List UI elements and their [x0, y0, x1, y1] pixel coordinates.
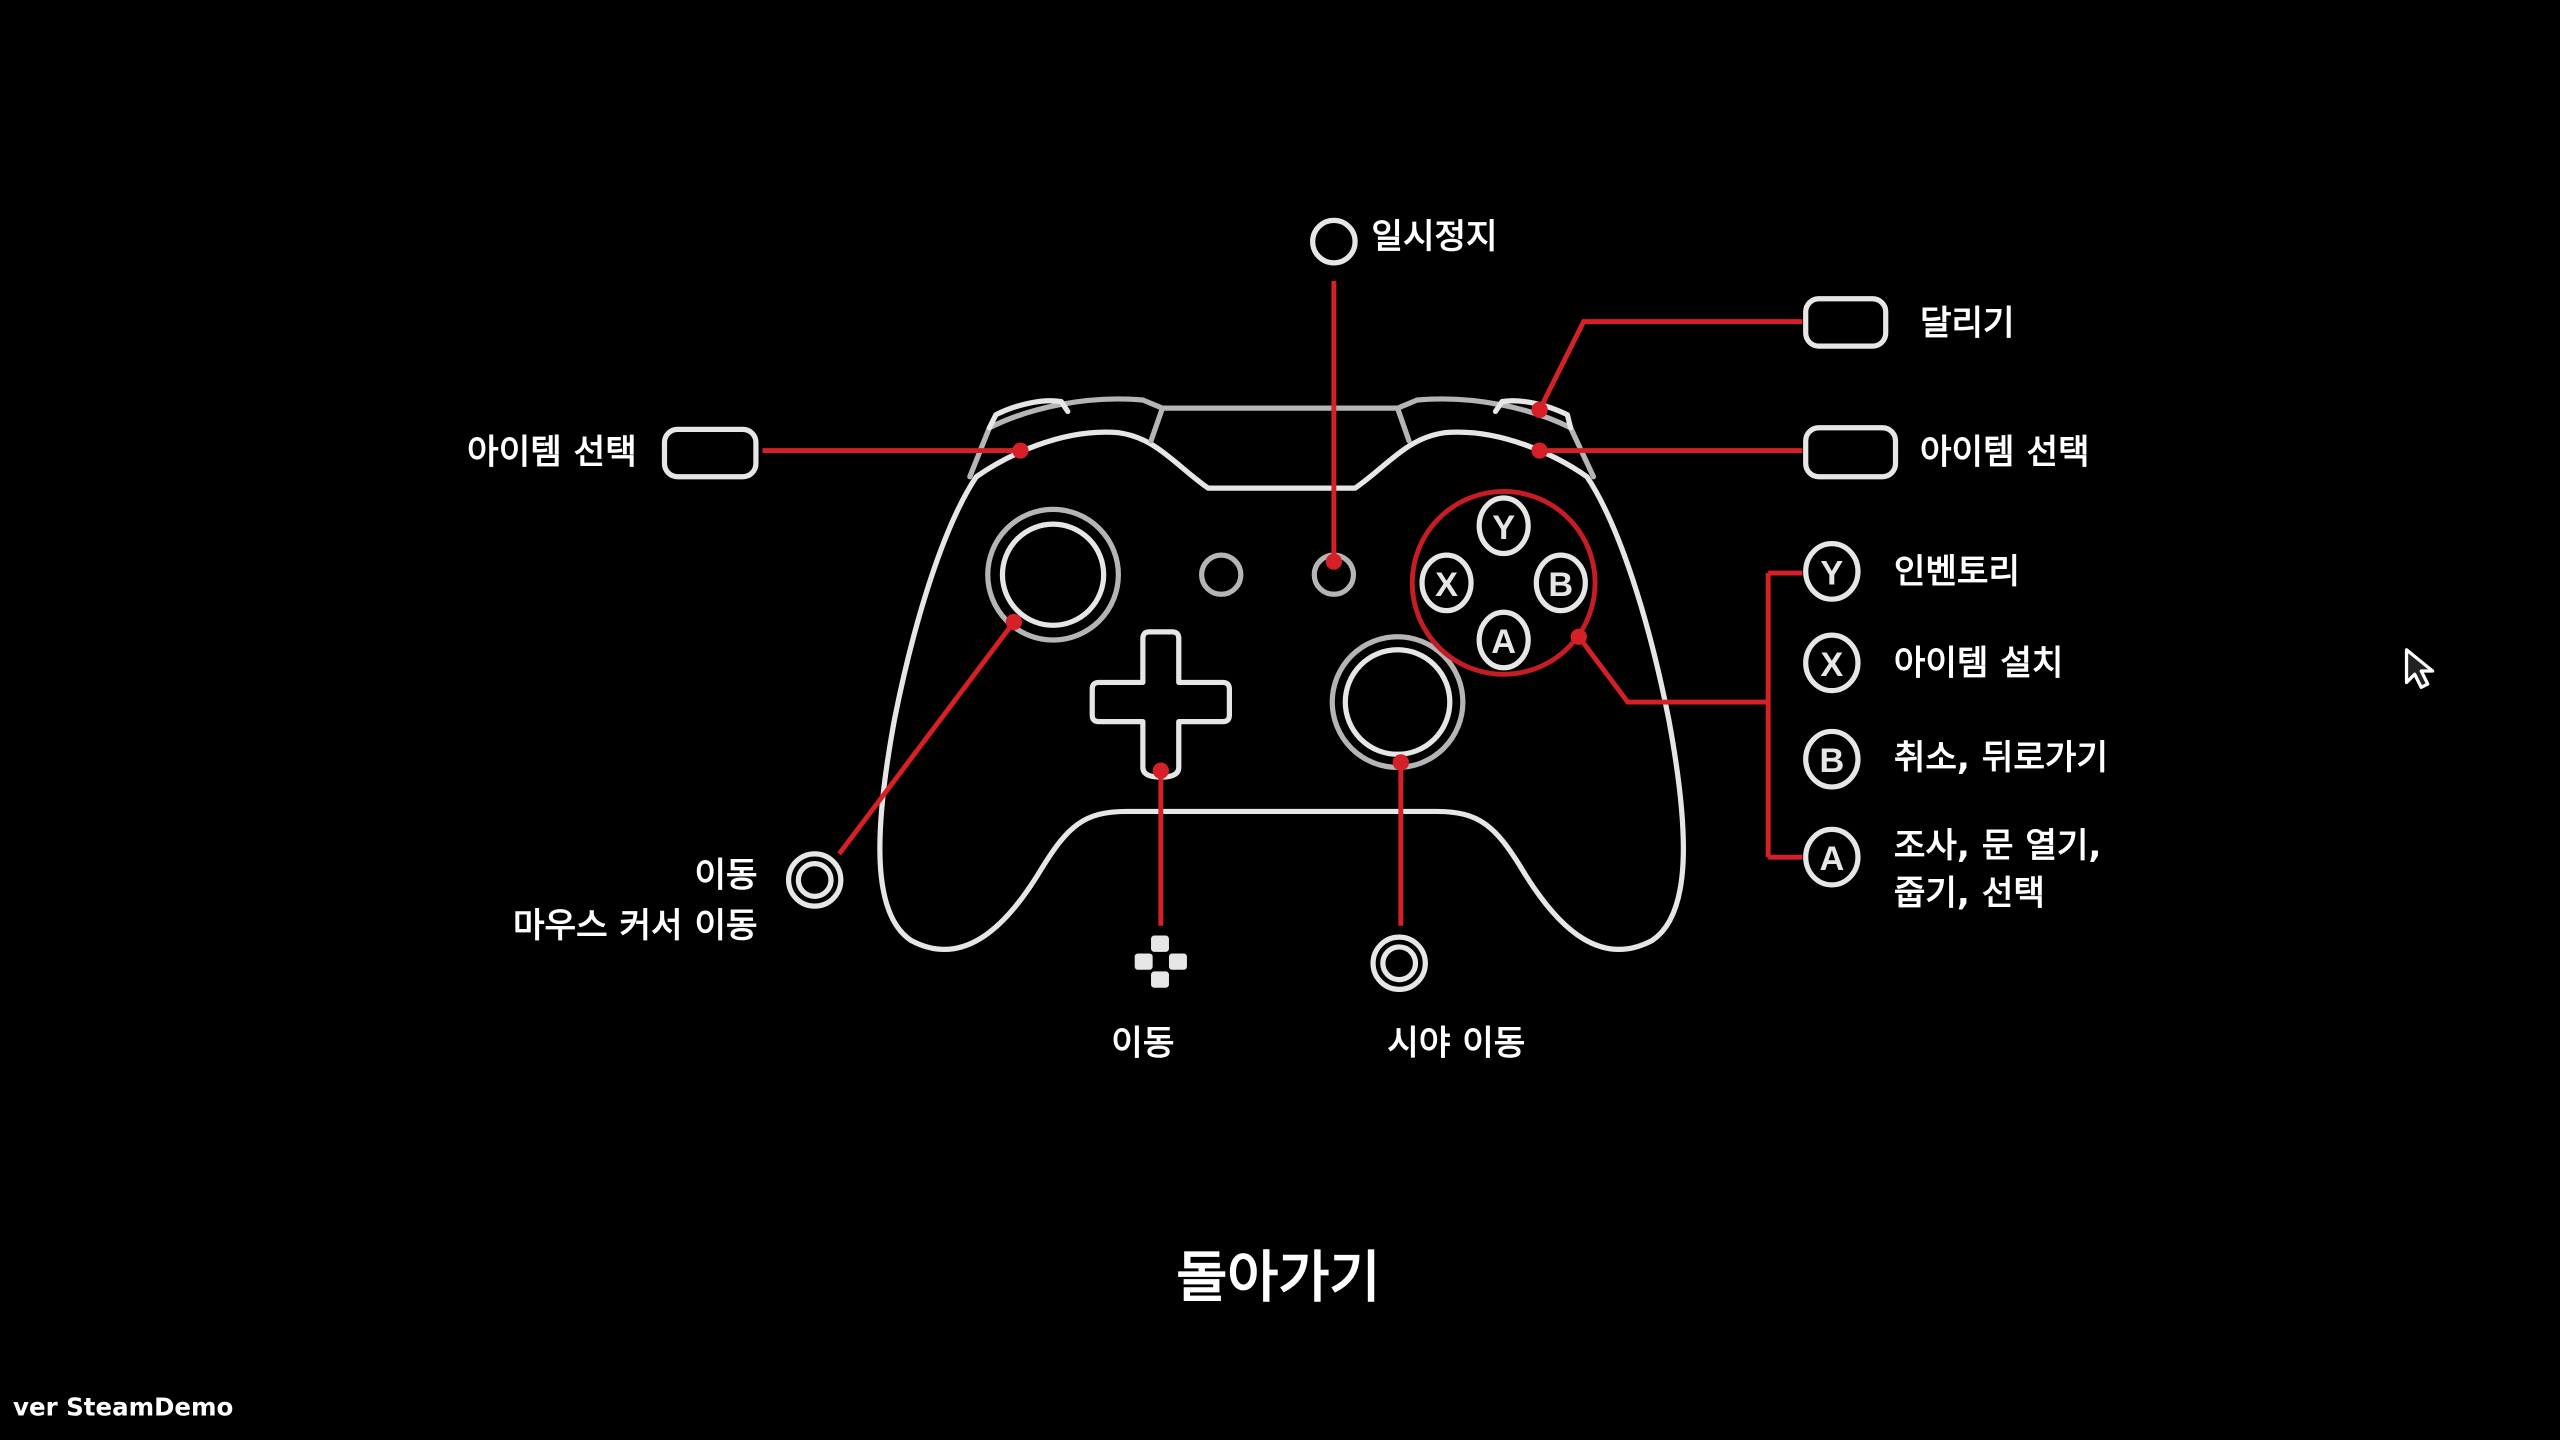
face-buttons-callout: [1576, 570, 1803, 860]
svg-text:X: X: [1820, 646, 1843, 684]
controller-body-outline: [877, 429, 1687, 952]
callout-lines: [762, 280, 1803, 926]
move-dpad-label: 이동: [1111, 1024, 1174, 1064]
right-stick-outer: [1329, 634, 1466, 770]
bumper-icon: [661, 426, 759, 480]
run-label: 달리기: [1920, 304, 2015, 344]
y-button-label: Y: [1492, 509, 1515, 547]
bumper-divider: [1148, 405, 1412, 444]
item-select-left-label: 아이템 선택: [467, 433, 637, 473]
item-select-right-label: 아이템 선택: [1920, 433, 2090, 473]
left-stick-callout: [837, 620, 1016, 856]
pause-label: 일시정지: [1371, 217, 1497, 257]
dpad-icon: [1134, 935, 1187, 988]
run-callout: [1537, 319, 1803, 411]
x-button-icon: [1803, 632, 1861, 694]
look-label: 시야 이동: [1387, 1024, 1525, 1064]
mouse-cursor-icon: [2404, 648, 2435, 689]
svg-text:Y: Y: [1820, 554, 1843, 592]
y-button: [1476, 495, 1531, 557]
place-item-label: 아이템 설치: [1894, 643, 2064, 683]
y-button-icon: [1803, 541, 1861, 602]
b-button-label: B: [1548, 566, 1573, 604]
view-button: [1199, 552, 1244, 597]
bumper-icon: [1803, 425, 1899, 480]
cancel-back-label: 취소, 뒤로가기: [1894, 738, 2108, 778]
dpad-outline: [1089, 629, 1233, 780]
left-stick-icon: [785, 851, 844, 909]
b-button-icon: [1803, 728, 1861, 790]
a-button-icon: [1803, 826, 1861, 888]
left-trigger-outline: [986, 398, 1071, 431]
x-button: [1419, 552, 1474, 614]
a-button: [1476, 609, 1531, 671]
b-button: [1533, 552, 1588, 614]
examine-open-label: 조사, 문 열기,: [1894, 826, 2102, 866]
trigger-icon: [1803, 296, 1889, 349]
right-stick-icon: [1370, 934, 1428, 992]
move-left-stick-label: 이동: [694, 856, 757, 896]
face-buttons: Y X B A: [1419, 495, 1588, 671]
x-button-label: X: [1435, 566, 1458, 604]
menu-button-icon: [1310, 217, 1358, 266]
face-buttons-highlight: [1409, 488, 1598, 677]
pickup-select-label: 줍기, 선택: [1894, 873, 2045, 913]
left-stick-outer: [985, 506, 1121, 643]
left-stick-inner: [999, 521, 1107, 628]
mouse-cursor-move-label: 마우스 커서 이동: [513, 906, 758, 946]
version-label: ver SteamDemo: [13, 1393, 233, 1422]
a-button-label: A: [1491, 623, 1516, 661]
inventory-label: 인벤토리: [1894, 552, 2020, 592]
bumper-outline: [967, 396, 1597, 480]
face-button-legend: Y 인벤토리 X 아이템 설치 B 취소, 뒤로가기 A 조사, 문 열기, 줍…: [1803, 541, 2108, 913]
controller-diagram: Y X B A: [877, 396, 1687, 952]
right-stick-inner: [1342, 647, 1453, 757]
back-button[interactable]: 돌아가기: [1176, 1245, 1380, 1310]
svg-text:A: A: [1819, 840, 1844, 878]
svg-text:B: B: [1819, 742, 1844, 780]
